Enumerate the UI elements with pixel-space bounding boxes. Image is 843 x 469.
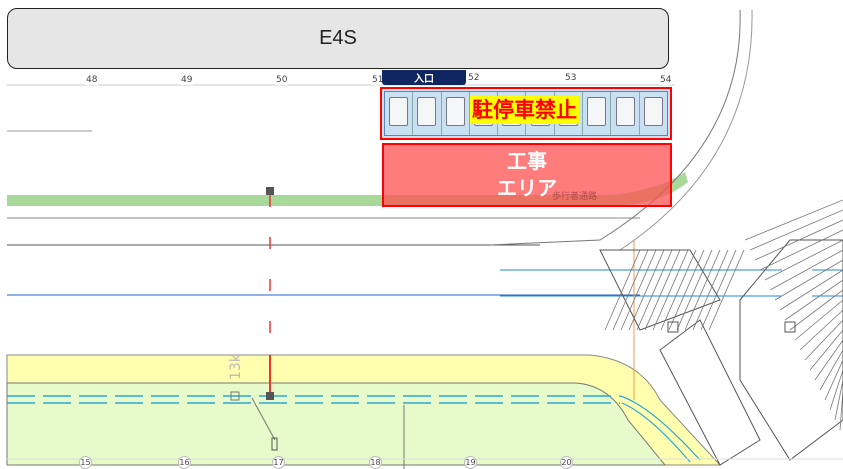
- no-parking-zone[interactable]: 駐停車禁止: [380, 87, 672, 140]
- hatch-line: [668, 249, 705, 331]
- hatch-line: [799, 309, 843, 351]
- hatch-line: [749, 209, 843, 251]
- hatch-line: [628, 249, 665, 331]
- faint-marker-label: 13k: [228, 353, 244, 380]
- entrance-label: 入口: [382, 70, 466, 85]
- hatch-line: [644, 249, 681, 331]
- parking-slot: [640, 92, 667, 135]
- hatch-line: [774, 259, 843, 301]
- parking-slot: [385, 92, 414, 135]
- hatch-line: [754, 219, 843, 261]
- walkway-label: 歩行者通路: [552, 192, 598, 202]
- hatch-line: [779, 269, 843, 311]
- hatch-line: [612, 249, 649, 331]
- hatch-line: [744, 199, 843, 241]
- bottom-ruler-tick: 16: [178, 456, 191, 469]
- bottom-ruler-tick: 17: [272, 456, 285, 469]
- construction-label-line2: エリア: [497, 176, 557, 200]
- hatch-line: [759, 229, 843, 271]
- bottom-ruler-tick: 20: [560, 456, 573, 469]
- hatch-line: [814, 339, 843, 381]
- hatch-line: [789, 289, 843, 331]
- hatch-line: [764, 239, 843, 281]
- hatch-line: [809, 329, 843, 371]
- hatch-line: [692, 249, 729, 331]
- parking-slot: [611, 92, 640, 135]
- ruler-tick: 54: [659, 75, 673, 85]
- bottom-ruler-tick: 18: [369, 456, 382, 469]
- ruler-tick: 50: [275, 75, 289, 85]
- construction-label-line1: 工事: [507, 149, 547, 173]
- parking-slot: [413, 92, 442, 135]
- hatch-line: [636, 249, 673, 331]
- bottom-ruler-tick: 19: [464, 456, 477, 469]
- ruler-tick: 53: [564, 73, 578, 83]
- no-parking-label: 駐停車禁止: [470, 96, 579, 124]
- ruler-tick: 51: [371, 75, 385, 85]
- ruler-tick: 52: [467, 73, 481, 83]
- hatch-line: [684, 249, 721, 331]
- ruler-tick: 49: [180, 75, 194, 85]
- hatch-line: [834, 379, 843, 421]
- hatch-line: [652, 249, 689, 331]
- hatch-line: [819, 349, 843, 391]
- hatch-line: [794, 299, 843, 341]
- hatch-line: [769, 249, 843, 291]
- hatch-line: [620, 249, 657, 331]
- hatch-line: [676, 249, 713, 331]
- parking-slot: [583, 92, 612, 135]
- parking-slot: [442, 92, 470, 135]
- ruler-tick: 48: [85, 75, 99, 85]
- crosswalk-hatching: [599, 239, 843, 466]
- hatch-line: [804, 319, 843, 361]
- bottom-ruler-tick: 15: [79, 456, 92, 469]
- hatch-line: [660, 249, 697, 331]
- hatch-line: [708, 249, 745, 331]
- construction-area[interactable]: 工事 エリア: [382, 143, 672, 207]
- hatch-line: [700, 249, 737, 331]
- area-title: E4S: [7, 8, 669, 69]
- hatch-line: [604, 249, 641, 331]
- hatch-line: [784, 279, 843, 321]
- hatch-line: [829, 369, 843, 411]
- hatch-line: [824, 359, 843, 401]
